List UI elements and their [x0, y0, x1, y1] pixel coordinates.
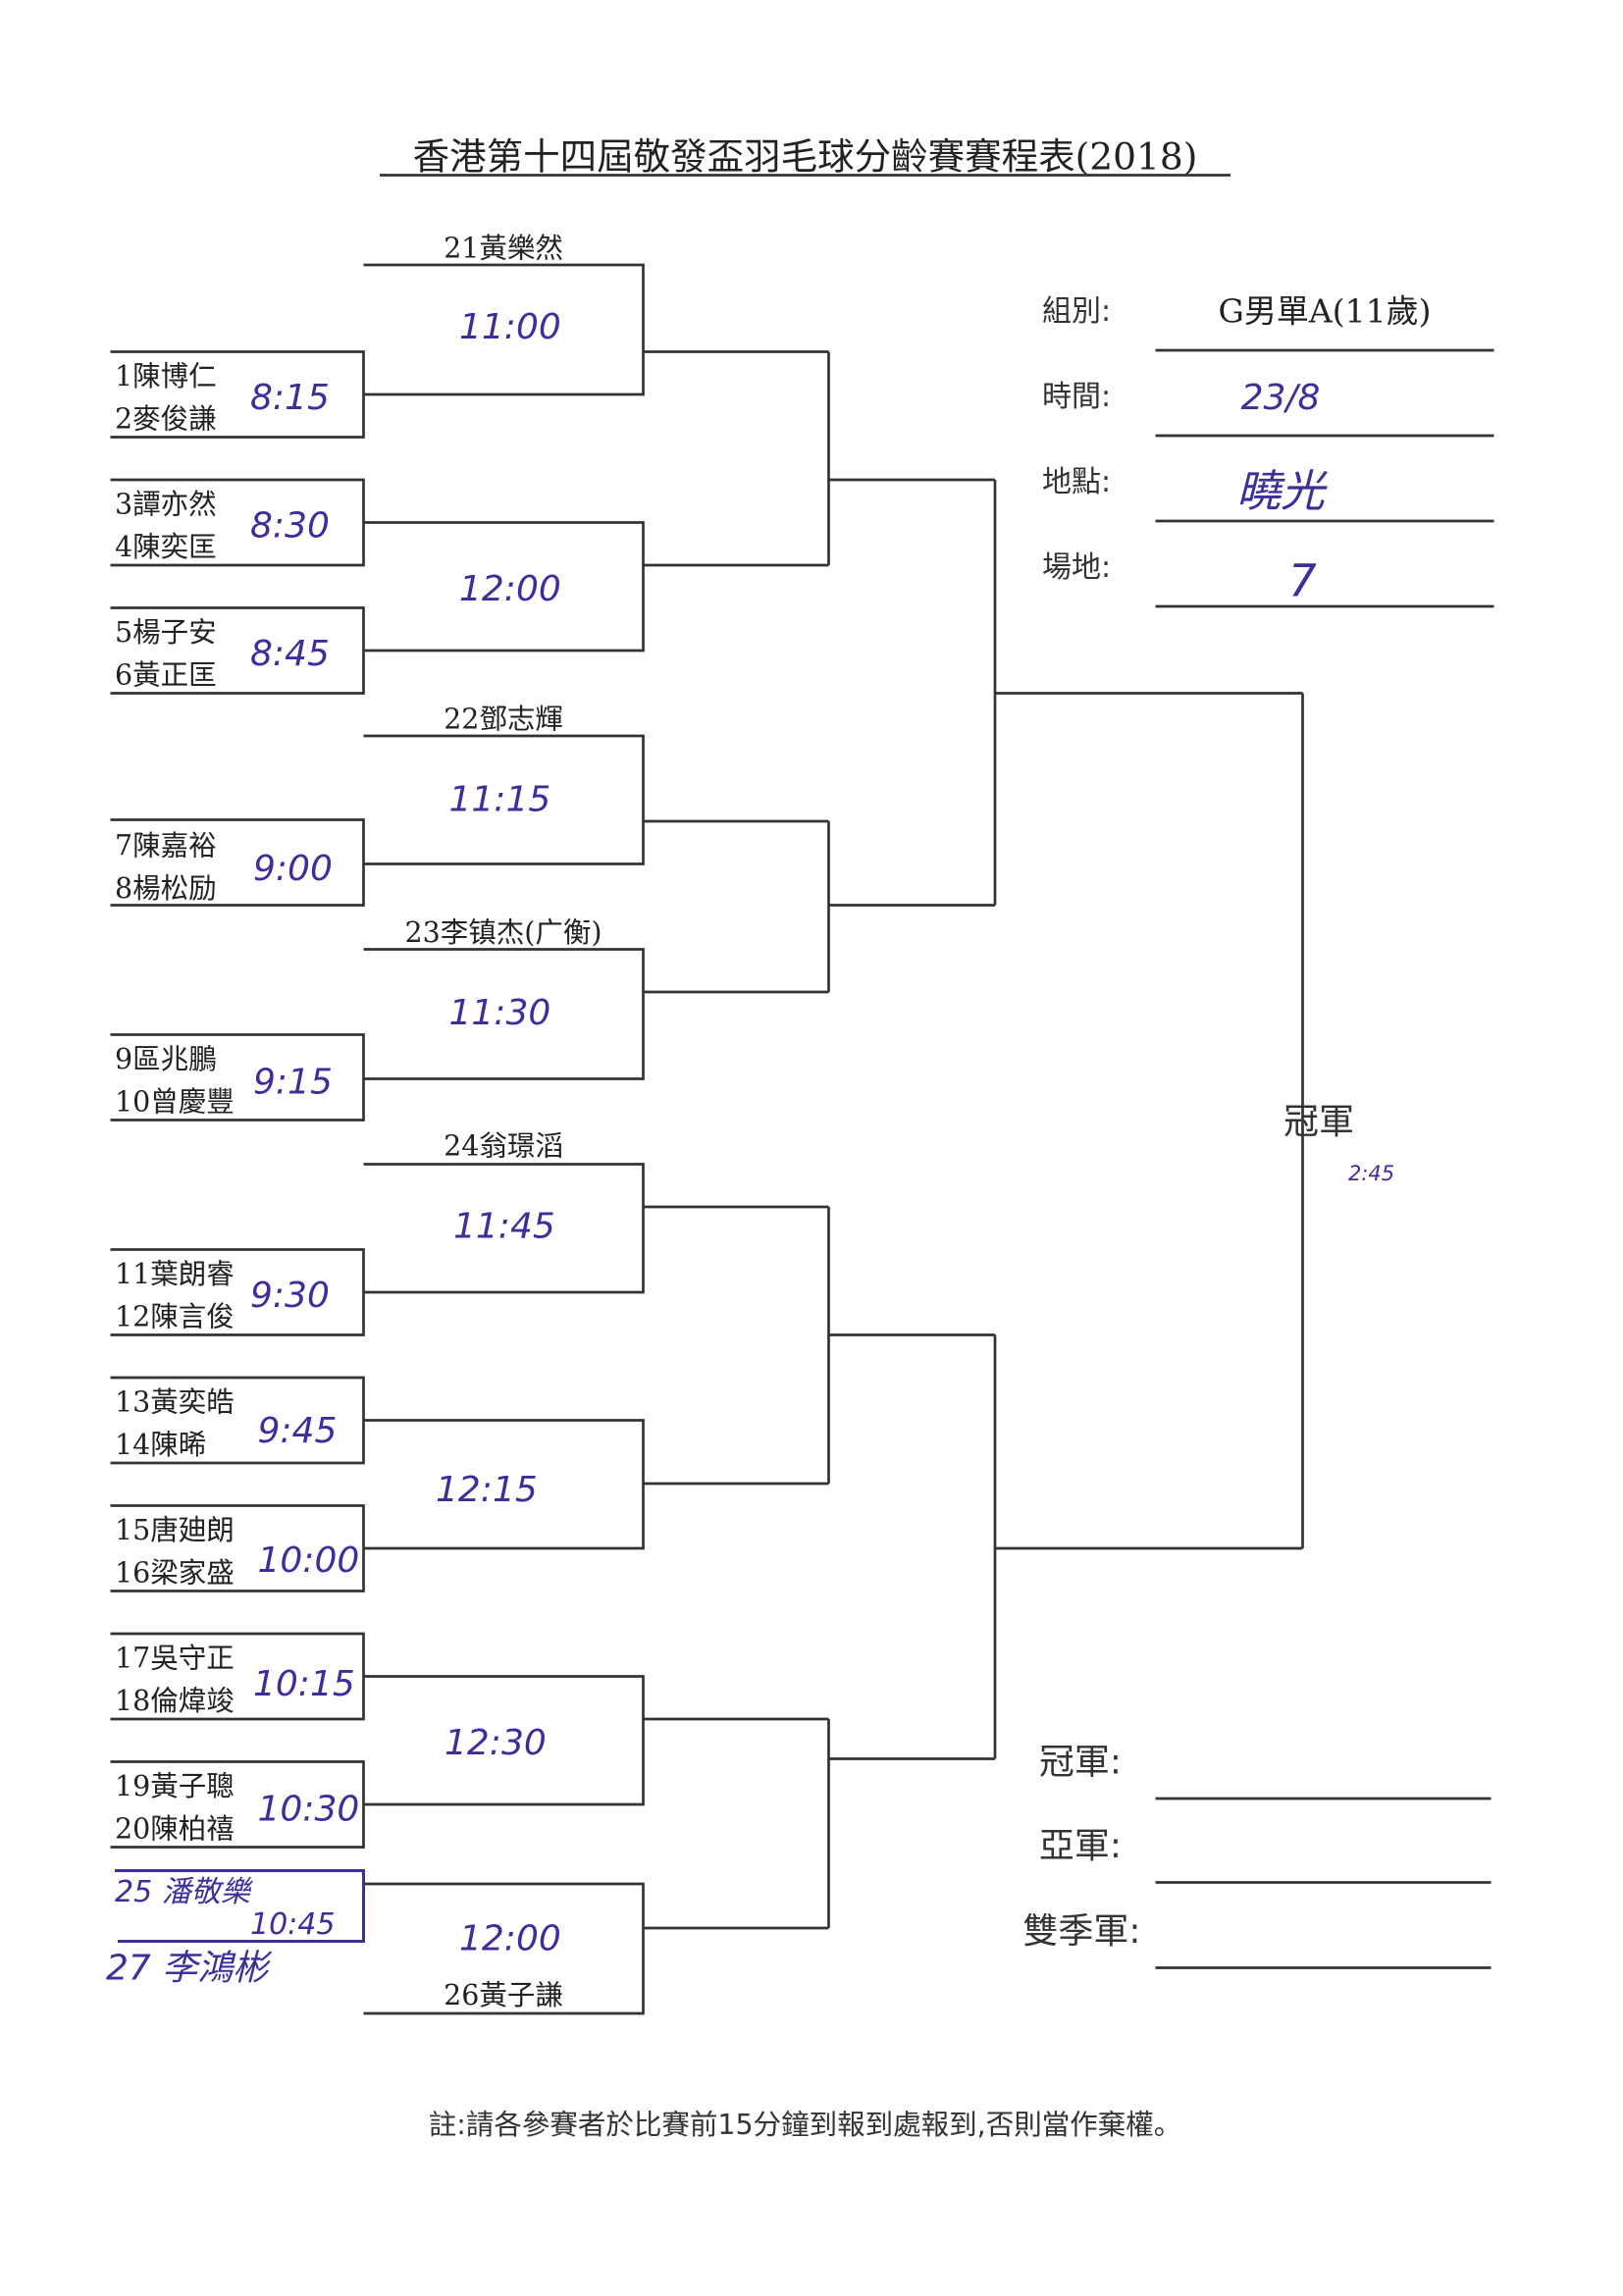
player-25: 25 潘敬樂: [115, 1875, 254, 1909]
time-r2c: 11:15: [449, 780, 551, 820]
time-r2f: 12:15: [436, 1470, 538, 1510]
time-m1: 8:15: [250, 378, 330, 418]
player-5: 5楊子安: [115, 616, 217, 649]
venue-label: 地點:: [1042, 465, 1111, 499]
time-m5: 9:15: [253, 1063, 333, 1103]
player-19: 19黃子聰: [115, 1770, 235, 1802]
date-value: 23/8: [1241, 378, 1321, 418]
player-18: 18倫煒竣: [115, 1685, 235, 1717]
player-22: 22鄧志輝: [444, 704, 563, 736]
player-15: 15唐廸朗: [115, 1514, 235, 1546]
group-label: 組別:: [1042, 294, 1111, 329]
time-m7: 9:45: [258, 1411, 338, 1451]
group-value: G男單A(11歲): [1219, 292, 1432, 331]
time-r2g: 12:30: [445, 1723, 547, 1763]
champion-label: 冠軍:: [1039, 1743, 1122, 1783]
player-3: 3譚亦然: [115, 489, 217, 521]
bracket-lines: [110, 263, 1304, 2015]
footer-note: 註:請各參賽者於比賽前15分鐘到報到處報到,否則當作棄權。: [429, 2109, 1181, 2141]
player-27: 27 李鴻彬: [106, 1949, 272, 1989]
player-4: 4陳奕匡: [115, 531, 217, 563]
player-2: 2麥俊謙: [115, 403, 217, 436]
player-20: 20陳柏禧: [115, 1813, 235, 1846]
time-r2d: 11:30: [449, 993, 551, 1033]
player-17: 17吳守正: [115, 1643, 235, 1675]
time-m8: 10:00: [258, 1540, 360, 1581]
players: 21黃樂然 1陳博仁 2麥俊謙 3譚亦然 4陳奕匡 5楊子安 6黃正匡 22鄧志…: [106, 233, 602, 2012]
court-label: 場地:: [1042, 550, 1111, 585]
player-23: 23李镇杰(广衡): [404, 916, 602, 949]
time-r2h: 12:00: [459, 1919, 561, 1959]
player-10: 10曾慶豐: [115, 1086, 235, 1119]
time-final: 2:45: [1348, 1162, 1394, 1185]
player-14: 14陳晞: [115, 1429, 206, 1461]
champion-node-label: 冠軍: [1283, 1102, 1354, 1142]
time-r2a: 11:00: [459, 307, 561, 347]
info-panel: 組別: G男單A(11歲) 時間: 23/8 地點: 曉光 場地: 7: [1042, 292, 1494, 608]
time-m3: 8:45: [250, 634, 330, 674]
match-times: 8:15 8:30 8:45 9:00 9:15 9:30 9:45 10:00…: [250, 307, 1394, 1959]
time-m6: 9:30: [250, 1276, 330, 1316]
third-label: 雙季軍:: [1022, 1911, 1140, 1952]
player-26: 26黃子謙: [444, 1979, 563, 2011]
time-m2: 8:30: [250, 506, 330, 547]
player-12: 12陳言俊: [115, 1301, 235, 1333]
court-value: 7: [1288, 555, 1317, 607]
player-6: 6黃正匡: [115, 659, 217, 692]
time-m11: 10:45: [250, 1907, 335, 1942]
player-9: 9區兆鵬: [115, 1043, 217, 1075]
player-13: 13黃奕皓: [115, 1386, 235, 1419]
player-24: 24翁璟滔: [444, 1130, 563, 1163]
time-m9: 10:15: [253, 1664, 355, 1704]
time-m10: 10:30: [258, 1790, 360, 1830]
time-r2b: 12:00: [459, 569, 561, 609]
time-r2e: 11:45: [453, 1207, 555, 1247]
player-21: 21黃樂然: [444, 233, 563, 265]
time-m4: 9:00: [253, 849, 333, 889]
player-11: 11葉朗睿: [115, 1258, 235, 1290]
date-label: 時間:: [1042, 380, 1111, 414]
page-title: 香港第十四屆敬發盃羽毛球分齡賽賽程表(2018): [413, 135, 1198, 179]
player-1: 1陳博仁: [115, 360, 217, 392]
player-8: 8楊松励: [115, 872, 217, 905]
player-16: 16梁家盛: [115, 1557, 235, 1590]
venue-value: 曉光: [1236, 465, 1328, 517]
player-7: 7陳嘉裕: [115, 830, 217, 862]
results-panel: 冠軍: 亞軍: 雙季軍:: [1022, 1743, 1492, 1969]
runner-up-label: 亞軍:: [1039, 1826, 1122, 1866]
